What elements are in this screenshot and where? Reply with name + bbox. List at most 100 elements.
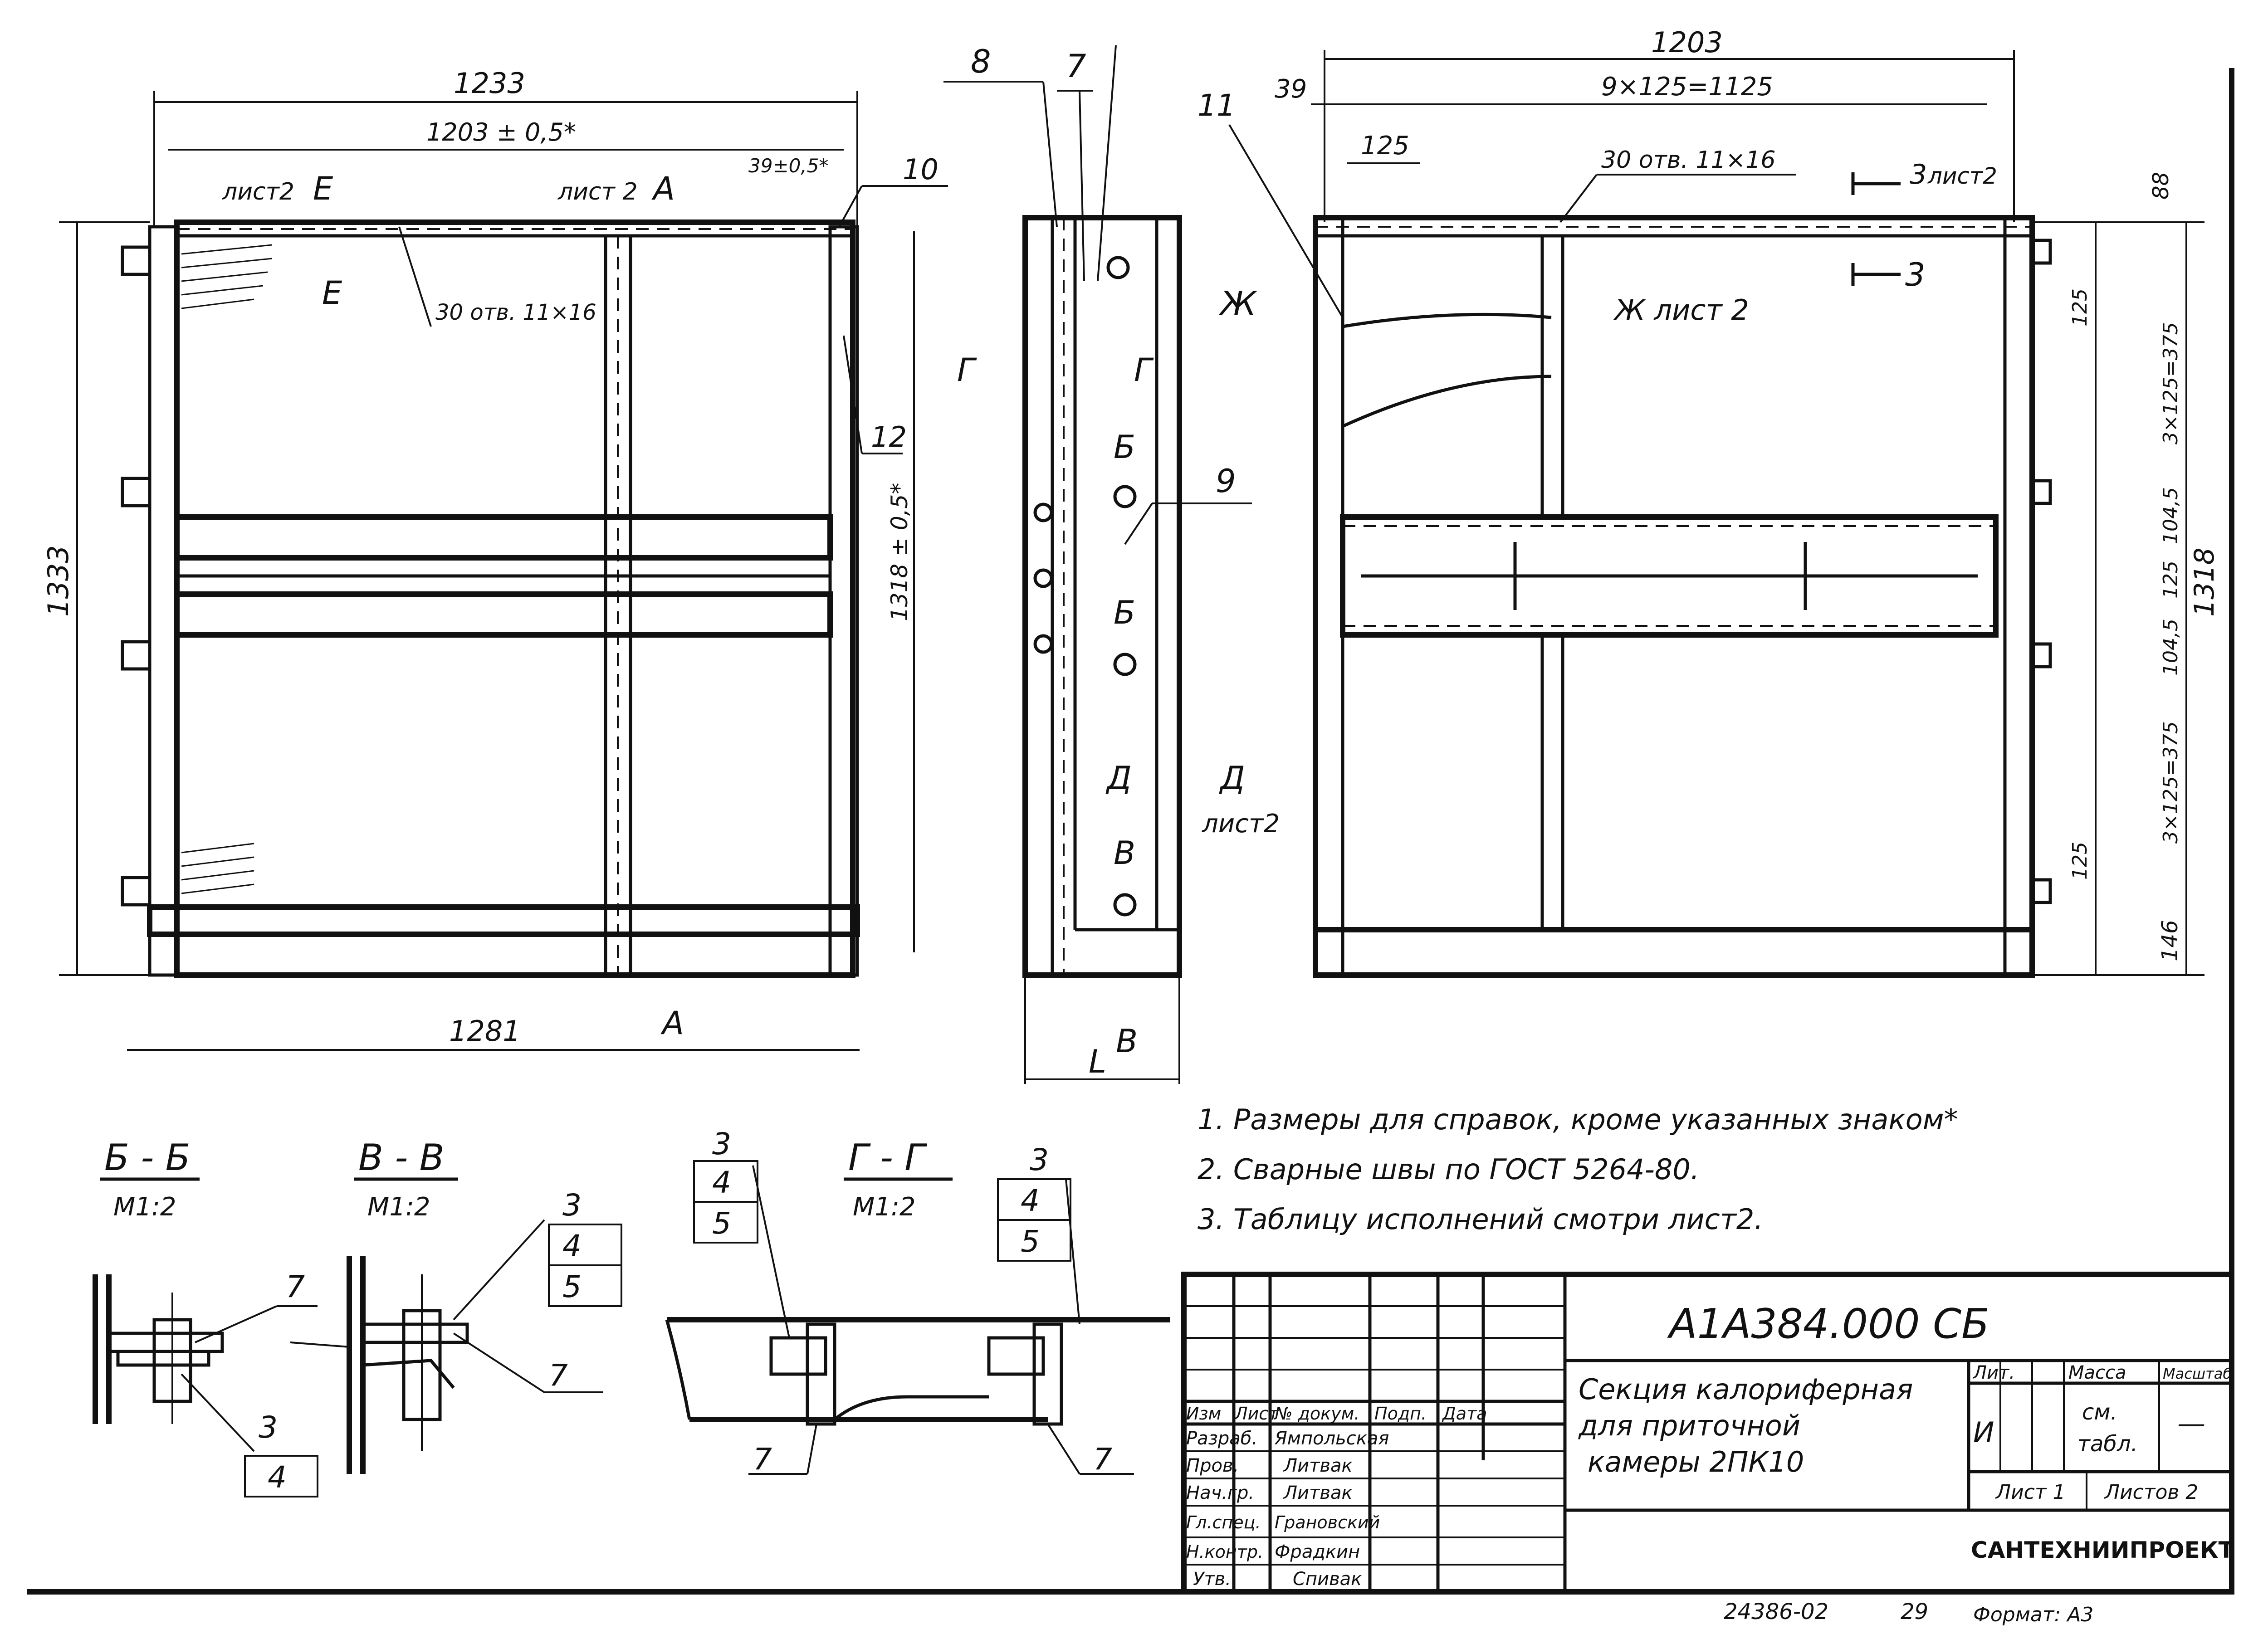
bb-callout-3: 3 [259, 1410, 278, 1445]
archive-page: 29 [1901, 1599, 1928, 1624]
right-view: 1203 9×125=1125 39 125 30 отв. 11×16 11 … [1198, 26, 2220, 978]
gg-callout-3-right: 3 [1030, 1142, 1049, 1177]
dim-125a: 125 [2068, 288, 2092, 327]
sec-3-top-sheet: лист2 [1927, 163, 1997, 189]
gg-callout-5-left: 5 [712, 1206, 731, 1241]
callout-8: 8 [971, 43, 991, 80]
dim-1318: 1318 [2189, 547, 2220, 617]
format: Формат: А3 [1973, 1603, 2093, 1626]
view-a-sheet: лист 2 [557, 178, 638, 205]
note-2: 2. Сварные швы по ГОСТ 5264-80. [1198, 1153, 1699, 1186]
name-5: Спивак [1293, 1569, 1362, 1590]
view-a-label-bottom: А [660, 1005, 684, 1042]
holes-note-front: 30 отв. 11×16 [435, 300, 596, 325]
sheets-count: Листов 2 [2104, 1481, 2198, 1504]
sec-b-top: Б [1114, 429, 1135, 466]
role-0: Разраб. [1186, 1428, 1257, 1449]
sec-zh-sheet: Ж лист 2 [1613, 293, 1749, 327]
dim-104a: 104,5 [2159, 487, 2182, 544]
section-e-sheet: лист2 [222, 178, 294, 205]
section-bb-scale: М1:2 [113, 1192, 176, 1222]
gg-callout-5-right: 5 [1021, 1224, 1040, 1259]
section-vv: В - В М1:2 7 3 4 5 [290, 1136, 622, 1474]
callout-10: 10 [903, 153, 938, 186]
dim-pitch: 9×125=1125 [1601, 72, 1773, 102]
role-4: Н.контр. [1186, 1542, 1263, 1562]
holes-note-right: 30 отв. 11×16 [1601, 146, 1775, 174]
title-line-2: для приточной [1578, 1409, 1800, 1442]
callout-7: 7 [1066, 48, 1086, 85]
section-vv-title: В - В [358, 1136, 445, 1179]
sec-d-sheet: лист2 [1202, 809, 1280, 839]
sec-3-bottom: 3 [1905, 256, 1926, 293]
dim-3x125a: 3×125=375 [2159, 322, 2182, 444]
dim-88: 88 [2148, 172, 2174, 200]
vv-callout-7: 7 [549, 1358, 568, 1393]
title-line-3: камеры 2ПК10 [1588, 1445, 1804, 1478]
scale-header: Масштаб [2163, 1365, 2232, 1382]
gg-callout-3-left: 3 [712, 1127, 731, 1161]
dim-width-right: 1203 [1651, 26, 1723, 59]
col-date: Дата [1442, 1404, 1487, 1424]
sec-v-bottom: В [1116, 1023, 1138, 1060]
dim-inner-width: 1203 ± 0,5* [426, 118, 576, 146]
note-1: 1. Размеры для справок, кроме указанных … [1198, 1103, 1958, 1136]
sec-g-right: Г [1134, 351, 1154, 389]
sec-g-left: Г [957, 351, 977, 389]
section-e-label-2: Е [322, 274, 342, 312]
lit-value: И [1973, 1416, 1994, 1449]
side-view: 8 7 9 Г Г Б Б Д Д лист2 В В L [943, 43, 1280, 1084]
scale-value: — [2177, 1407, 2205, 1440]
sec-v-top: В [1114, 834, 1135, 872]
vv-callout-4: 4 [562, 1229, 582, 1263]
gg-callout-7-right: 7 [1093, 1442, 1112, 1477]
dim-offset: 39±0,5* [748, 155, 828, 177]
dim-3x125b: 3×125=375 [2159, 721, 2182, 844]
section-bb: Б - Б М1:2 7 3 4 [93, 1136, 318, 1497]
callout-12: 12 [871, 420, 907, 454]
role-2: Нач.гр. [1186, 1483, 1254, 1503]
dim-overall-width: 1233 [454, 67, 525, 100]
section-e-label: Е [313, 170, 333, 207]
sheet-number: Лист 1 [1995, 1481, 2065, 1504]
col-list: Лист [1234, 1404, 1279, 1424]
col-sign: Подп. [1374, 1404, 1427, 1424]
front-view: 1233 1203 ± 0,5* 1281 1333 1318 ± 0,5* 3… [42, 67, 948, 1051]
title-line-1: Секция калориферная [1579, 1373, 1913, 1406]
archive-number: 24386-02 [1724, 1599, 1828, 1624]
col-izm: Изм [1186, 1404, 1221, 1424]
gg-callout-7-left: 7 [753, 1442, 772, 1477]
col-doc: № докум. [1274, 1404, 1359, 1424]
role-3: Гл.спец. [1186, 1512, 1261, 1532]
lit-header: Лит. [1972, 1362, 2015, 1383]
role-5: Утв. [1193, 1569, 1231, 1590]
role-1: Пров. [1186, 1455, 1239, 1476]
name-0: Ямпольская [1274, 1428, 1389, 1449]
title-block: А1А384.000 СБ Секция калориферная для пр… [27, 68, 2234, 1626]
section-gg: Г - Г М1:2 3 4 5 3 4 5 7 7 [665, 1127, 1170, 1477]
callout-9: 9 [1216, 463, 1236, 500]
name-2: Литвак [1283, 1483, 1353, 1503]
dim-146: 146 [2157, 920, 2183, 961]
dim-39: 39 [1275, 74, 1307, 104]
note-3: 3. Таблицу исполнений смотри лист2. [1198, 1203, 1763, 1236]
callout-11: 11 [1198, 88, 1236, 123]
dim-125-top: 125 [1361, 131, 1409, 161]
dim-125c: 125 [2068, 842, 2092, 880]
dim-104b: 104,5 [2159, 619, 2182, 676]
section-gg-scale: М1:2 [853, 1192, 915, 1222]
sec-d-right: Д [1219, 760, 1245, 797]
mass-header: Масса [2068, 1362, 2126, 1383]
section-gg-title: Г - Г [848, 1136, 927, 1179]
dim-125b: 125 [2159, 561, 2182, 599]
name-1: Литвак [1283, 1455, 1353, 1476]
notes: 1. Размеры для справок, кроме указанных … [1198, 1103, 1958, 1236]
gg-callout-4-left: 4 [712, 1165, 731, 1200]
dim-bottom-width: 1281 [449, 1015, 521, 1048]
dim-l: L [1089, 1043, 1106, 1080]
name-4: Фрадкин [1275, 1541, 1360, 1562]
mass-value-1: см. [2082, 1400, 2117, 1425]
vv-callout-3: 3 [562, 1188, 582, 1223]
vv-callout-5: 5 [562, 1269, 582, 1304]
section-bb-title: Б - Б [104, 1136, 191, 1179]
